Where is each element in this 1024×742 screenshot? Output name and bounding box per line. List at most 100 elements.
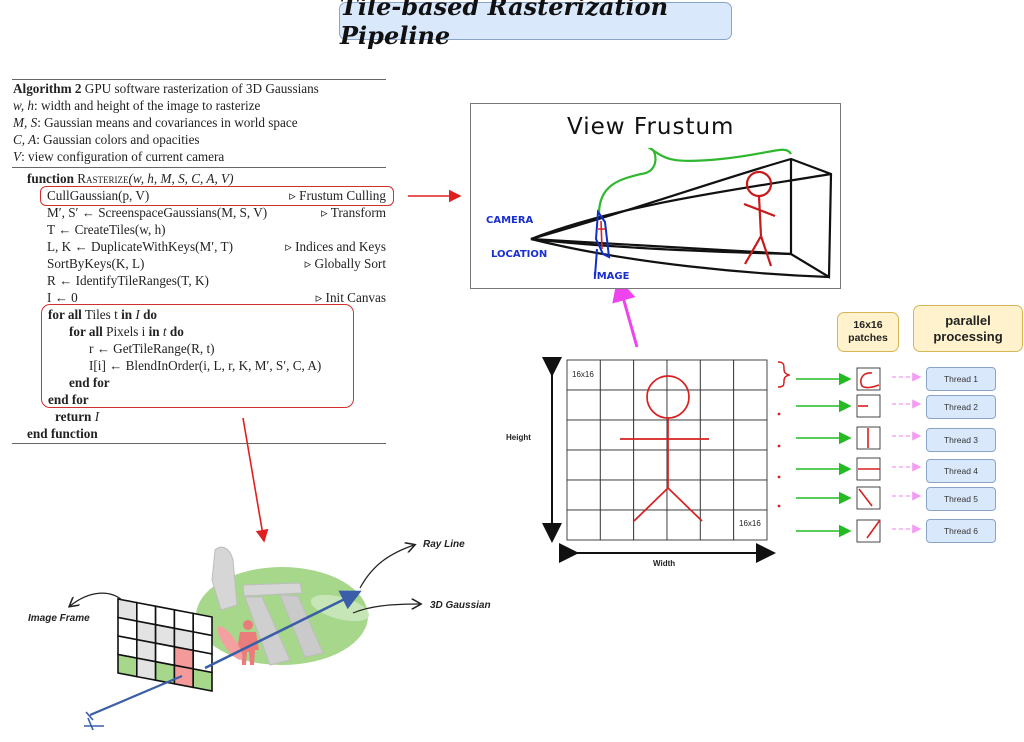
patch-thumbnail <box>856 486 881 510</box>
algorithm-mid-rule <box>12 167 386 168</box>
frustum-title: View Frustum <box>567 114 735 140</box>
grid-tile <box>733 509 768 541</box>
frustum-sketch <box>530 147 833 279</box>
loop-body-line: I[i] ← BlendInOrder(i, L, r, K, M′, S′, … <box>89 358 322 373</box>
algorithm-comment: ▹ Transform <box>321 205 386 220</box>
algorithm-step: SortByKeys(K, L) <box>47 256 145 271</box>
grid-tile <box>566 509 601 541</box>
grid-tile <box>699 449 735 481</box>
thread-box: Thread 4 <box>926 459 996 483</box>
grid-tile <box>599 419 635 451</box>
ellipsis-dot <box>777 412 781 416</box>
algorithm-comment: ▹ Indices and Keys <box>285 239 386 254</box>
patch-glyph <box>866 519 881 539</box>
grid-tile <box>666 419 701 451</box>
patch-glyph <box>860 372 880 389</box>
grid-tile <box>599 359 635 391</box>
image-frame-grid <box>117 598 213 692</box>
thread-box: Thread 5 <box>926 487 996 511</box>
frame-pixel <box>136 657 157 682</box>
grid-tile <box>599 479 635 511</box>
grid-tile <box>566 479 601 511</box>
grid-tile <box>566 359 601 391</box>
grid-tile <box>733 389 768 421</box>
frustum-outline <box>530 157 833 279</box>
frame-pixel <box>192 667 213 692</box>
stick-figure-sketch <box>743 170 776 267</box>
algorithm-top-rule <box>12 79 386 80</box>
algorithm-number: Algorithm 2 <box>13 81 82 96</box>
grid-tile <box>666 389 701 421</box>
image-label: IMAGE <box>593 271 630 282</box>
algorithm-step: T ← CreateTiles(w, h) <box>47 222 166 237</box>
patch-thumbnail <box>856 394 881 418</box>
end-function-line: end function <box>27 426 98 441</box>
grid-tile <box>733 419 768 451</box>
ellipsis-dot <box>777 504 781 508</box>
thread-box: Thread 2 <box>926 395 996 419</box>
image-frame-pointer <box>70 592 123 606</box>
tile-size-label-top: 16x16 <box>572 370 594 379</box>
outer-loop-line: for all Tiles t in I do <box>48 307 157 322</box>
grid-tile <box>699 509 735 541</box>
grid-tile <box>733 449 768 481</box>
algorithm-comment: ▹ Frustum Culling <box>289 188 386 203</box>
parallel-processing-badge: parallel processing <box>913 305 1023 352</box>
grid-tile <box>566 449 601 481</box>
width-label: Width <box>653 559 676 568</box>
patch-brace <box>777 361 790 388</box>
function-signature: function Rasterize(w, h, M, S, C, A, V) <box>27 171 234 186</box>
grid-tile <box>733 479 768 511</box>
splatting-scene <box>0 520 520 731</box>
algorithm-input-line: V: view configuration of current camera <box>13 149 225 164</box>
patch-flow <box>777 367 922 543</box>
ray-line-label: Ray Line <box>423 539 465 550</box>
height-label: Height <box>506 433 531 442</box>
grid-tile <box>699 389 735 421</box>
grid-tile <box>599 509 635 541</box>
algorithm-comment: ▹ Globally Sort <box>304 256 386 271</box>
patch-thumbnail <box>856 367 881 391</box>
algorithm-header: Algorithm 2 GPU software rasterization o… <box>13 80 319 97</box>
gaussian-pointer <box>352 604 420 614</box>
algorithm-input-line: w, h: width and height of the image to r… <box>13 98 261 113</box>
image-plane <box>594 209 611 259</box>
patches-badge: 16x16 patches <box>837 312 899 352</box>
algorithm-caption: GPU software rasterization of 3D Gaussia… <box>84 81 319 96</box>
gaussian-label: 3D Gaussian <box>430 600 491 611</box>
person-figure <box>237 620 259 665</box>
grid-tile <box>699 479 735 511</box>
algorithm-input-line: M, S: Gaussian means and covariances in … <box>13 115 298 130</box>
grid-tile <box>666 359 701 391</box>
frustum-brace <box>597 147 792 215</box>
frustum-culling-highlight <box>40 186 394 206</box>
grid-tile <box>599 449 635 481</box>
diagram-title: Tile-based Rasterization Pipeline <box>339 0 732 50</box>
camera-label: CAMERA <box>486 215 534 226</box>
thread-box: Thread 3 <box>926 428 996 452</box>
algorithm-step: I ← 0 <box>47 290 78 305</box>
return-line: return I <box>55 409 100 424</box>
algorithm-step: L, K ← DuplicateWithKeys(M′, T) <box>47 239 233 254</box>
frame-pixel <box>173 664 194 689</box>
view-frustum-panel: View Frustum CAMERA LOCATION IMAGE <box>470 103 841 289</box>
camera-icon <box>84 711 104 731</box>
location-label: LOCATION <box>491 249 548 260</box>
grid-tile <box>733 359 768 391</box>
tile-size-label-bottom: 16x16 <box>739 519 761 528</box>
algorithm-comment: ▹ Init Canvas <box>315 290 386 305</box>
grid-tile <box>633 509 668 541</box>
inner-loop-line: for all Pixels i in t do <box>69 324 184 339</box>
algorithm-bottom-rule <box>12 443 386 444</box>
algorithm-input-line: C, A: Gaussian colors and opacities <box>13 132 200 147</box>
end-for-inner: end for <box>69 375 110 390</box>
grid-tile <box>633 419 668 451</box>
camera-ray <box>89 674 183 717</box>
tile-loop-highlight <box>41 304 354 408</box>
grid-tile <box>633 389 668 421</box>
grid-tile <box>566 389 601 421</box>
ellipsis-dot <box>777 444 781 448</box>
thread-box: Thread 6 <box>926 519 996 543</box>
arrow-grid-to-image <box>612 277 639 348</box>
